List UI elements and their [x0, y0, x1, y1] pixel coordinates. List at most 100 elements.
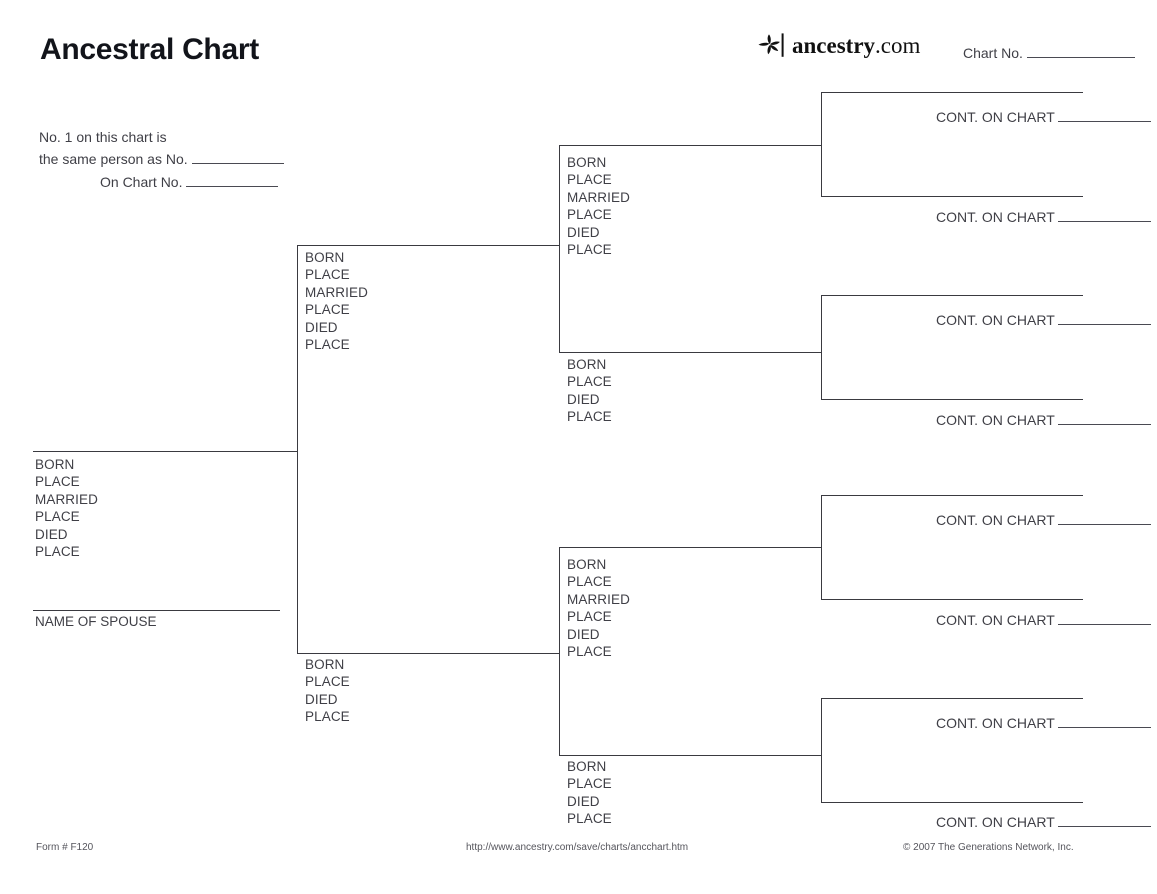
person-6-field-place-2: PLACE	[567, 609, 612, 625]
person-5-name-line[interactable]	[559, 352, 821, 353]
person-7-field-place-2: PLACE	[567, 811, 612, 827]
person-2-field-married: MARRIED	[305, 284, 368, 300]
person-7-name-line[interactable]	[559, 755, 821, 756]
cont-8-line[interactable]	[821, 92, 1083, 93]
cont-13-line[interactable]	[821, 599, 1083, 600]
person-6-field-married: MARRIED	[567, 591, 630, 607]
chart-no-field[interactable]: Chart No.	[963, 45, 1135, 61]
cont-11-blank[interactable]	[1058, 424, 1152, 425]
connector-gen1-stub	[280, 451, 297, 452]
person-4-name-line[interactable]	[559, 145, 821, 146]
person-1-field-married: MARRIED	[35, 491, 98, 507]
cont-14-blank[interactable]	[1058, 727, 1152, 728]
person-2-field-died: DIED	[305, 319, 338, 335]
person-6-field-born: BORN	[567, 557, 607, 572]
person-3-field-died: DIED	[305, 691, 338, 707]
page-title: Ancestral Chart	[40, 33, 259, 66]
person-5-fields: BORN PLACE DIED PLACE	[567, 356, 612, 426]
same-person-line-2-label: the same person as No.	[39, 151, 188, 167]
cont-10-label: CONT. ON CHART	[936, 312, 1055, 328]
on-chart-no-field[interactable]: On Chart No.	[100, 174, 279, 190]
cont-13-field[interactable]: CONT. ON CHART	[936, 612, 1152, 628]
person-5-field-place-2: PLACE	[567, 409, 612, 425]
person-2-name-line[interactable]	[297, 245, 559, 246]
cont-8-field[interactable]: CONT. ON CHART	[936, 109, 1152, 125]
person-4-field-place-3: PLACE	[567, 242, 612, 258]
person-2-field-place: PLACE	[305, 267, 350, 283]
person-6-field-died: DIED	[567, 626, 600, 642]
same-person-note: No. 1 on this chart is the same person a…	[39, 126, 284, 170]
person-6-field-place: PLACE	[567, 574, 612, 590]
person-6-fields: BORN PLACE MARRIED PLACE DIED PLACE	[567, 556, 630, 660]
person-7-field-place: PLACE	[567, 776, 612, 792]
on-chart-no-blank[interactable]	[186, 186, 279, 187]
footer-form-number: Form # F120	[36, 842, 94, 853]
person-1-field-place: PLACE	[35, 474, 80, 490]
connector-gen2-mother-stub	[542, 653, 559, 654]
cont-10-blank[interactable]	[1058, 324, 1152, 325]
person-7-field-died: DIED	[567, 793, 600, 809]
cont-13-blank[interactable]	[1058, 624, 1152, 625]
cont-12-label: CONT. ON CHART	[936, 512, 1055, 528]
cont-9-line[interactable]	[821, 196, 1083, 197]
cont-8-blank[interactable]	[1058, 121, 1152, 122]
footer-copyright: © 2007 The Generations Network, Inc.	[903, 842, 1074, 853]
cont-14-line[interactable]	[821, 698, 1083, 699]
person-6-name-line[interactable]	[559, 547, 821, 548]
person-7-field-born: BORN	[567, 759, 607, 774]
cont-11-line[interactable]	[821, 399, 1083, 400]
cont-14-label: CONT. ON CHART	[936, 715, 1055, 731]
same-person-line-2: the same person as No.	[39, 148, 284, 170]
cont-12-field[interactable]: CONT. ON CHART	[936, 512, 1152, 528]
cont-15-field[interactable]: CONT. ON CHART	[936, 814, 1152, 830]
person-3-field-place-2: PLACE	[305, 709, 350, 725]
cont-9-label: CONT. ON CHART	[936, 209, 1055, 225]
wordmark-light: .com	[875, 32, 921, 58]
person-1-field-died: DIED	[35, 526, 68, 542]
cont-9-field[interactable]: CONT. ON CHART	[936, 209, 1152, 225]
cont-13-label: CONT. ON CHART	[936, 612, 1055, 628]
person-4-field-place-2: PLACE	[567, 207, 612, 223]
connector-gen3-c-stub	[804, 547, 821, 548]
person-5-field-place: PLACE	[567, 374, 612, 390]
cont-10-line[interactable]	[821, 295, 1083, 296]
cont-15-line[interactable]	[821, 802, 1083, 803]
person-1-name-line[interactable]	[33, 451, 297, 452]
person-3-fields: BORN PLACE DIED PLACE	[305, 656, 350, 726]
cont-14-field[interactable]: CONT. ON CHART	[936, 715, 1152, 731]
cont-10-field[interactable]: CONT. ON CHART	[936, 312, 1152, 328]
person-6-field-place-3: PLACE	[567, 644, 612, 660]
same-person-line-1: No. 1 on this chart is	[39, 129, 167, 145]
cont-9-blank[interactable]	[1058, 221, 1152, 222]
connector-gen1-vertical	[297, 245, 298, 653]
connector-gen3-a-stub	[804, 145, 821, 146]
ancestry-leaf-icon	[758, 33, 784, 57]
person-3-name-line[interactable]	[297, 653, 559, 654]
person-4-field-place: PLACE	[567, 172, 612, 188]
person-1-field-place-3: PLACE	[35, 544, 80, 560]
person-1-spouse-line[interactable]	[33, 610, 280, 611]
cont-11-field[interactable]: CONT. ON CHART	[936, 412, 1152, 428]
wordmark-bold: ancestry	[792, 32, 876, 58]
person-7-fields: BORN PLACE DIED PLACE	[567, 758, 612, 828]
cont-15-blank[interactable]	[1058, 826, 1152, 827]
person-5-field-born: BORN	[567, 357, 607, 372]
person-1-field-born: BORN	[35, 457, 75, 472]
person-1-spouse-label: NAME OF SPOUSE	[35, 614, 157, 629]
person-4-field-married: MARRIED	[567, 189, 630, 205]
chart-no-blank[interactable]	[1026, 57, 1135, 58]
cont-12-line[interactable]	[821, 495, 1083, 496]
cont-12-blank[interactable]	[1058, 524, 1152, 525]
person-2-fields: BORN PLACE MARRIED PLACE DIED PLACE	[305, 249, 368, 353]
same-person-blank[interactable]	[191, 163, 284, 164]
connector-gen3-d-stub	[804, 755, 821, 756]
connector-gen3-b-stub	[804, 352, 821, 353]
on-chart-no-label: On Chart No.	[100, 174, 183, 190]
footer-url: http://www.ancestry.com/save/charts/ancc…	[466, 842, 689, 853]
connector-gen3-c-vertical	[821, 495, 822, 600]
person-1-field-place-2: PLACE	[35, 509, 80, 525]
connector-gen3-a-vertical	[821, 92, 822, 197]
person-5-field-died: DIED	[567, 391, 600, 407]
person-2-field-born: BORN	[305, 250, 345, 265]
